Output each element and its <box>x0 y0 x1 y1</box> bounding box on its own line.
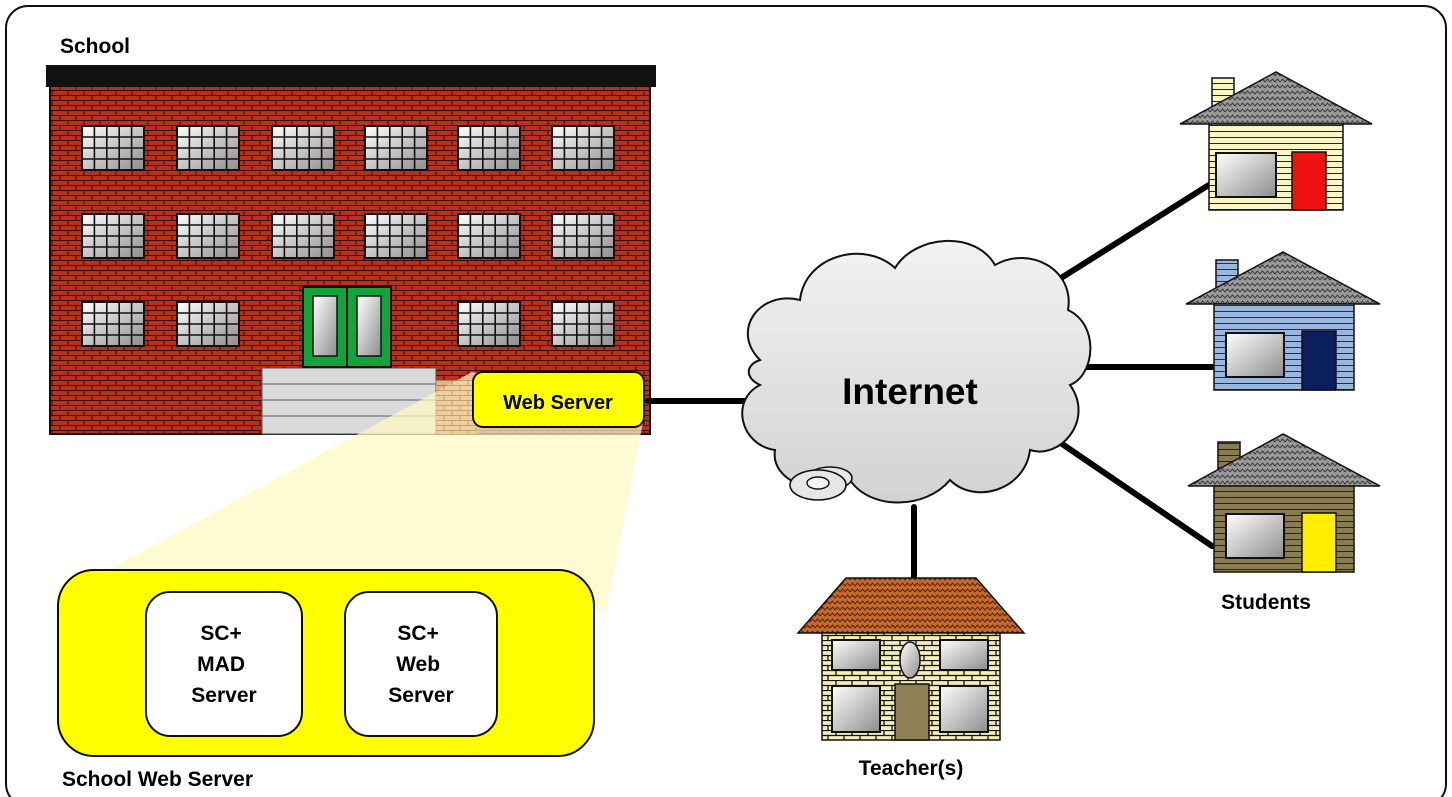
link-internet-house3 <box>1043 430 1215 549</box>
web-server-label: Web Server <box>503 392 613 414</box>
server-box-1-line-2: MAD <box>197 653 245 676</box>
server-box-2-line-2: Web <box>396 653 440 676</box>
teacher-label: Teacher(s) <box>859 757 964 780</box>
student-house-3 <box>1187 433 1381 573</box>
school-window <box>176 213 240 259</box>
school-window <box>457 213 521 259</box>
school-window <box>176 125 240 171</box>
school-window <box>81 125 145 171</box>
school-roof <box>46 65 656 87</box>
students-label: Students <box>1221 591 1311 614</box>
internet-cloud: Internet <box>741 240 1092 504</box>
school-window <box>551 301 615 347</box>
teacher-house <box>796 577 1026 741</box>
school-entrance-door <box>302 286 392 368</box>
school-windows <box>81 125 615 347</box>
svg-text:SC+ MAD Server: SC+ MAD Server <box>191 622 256 707</box>
school-window <box>364 125 428 171</box>
school-web-server-label: School Web Server <box>62 768 253 791</box>
sc-mad-server-box: SC+ MAD Server <box>145 591 303 737</box>
server-box-1-line-1: SC+ <box>200 622 241 645</box>
school-building <box>46 65 656 435</box>
sc-web-server-box: SC+ Web Server <box>344 591 498 737</box>
server-box-2-line-3: Server <box>388 684 453 707</box>
school-window <box>81 301 145 347</box>
server-box-2-line-1: SC+ <box>397 622 438 645</box>
web-server-badge: Web Server <box>472 371 645 428</box>
student-house-1 <box>1179 71 1373 211</box>
school-window <box>81 213 145 259</box>
server-box-1-line-3: Server <box>191 684 256 707</box>
spotlight-brick-overlay <box>436 380 476 434</box>
school-label: School <box>60 35 130 58</box>
school-web-server-box: SC+ MAD Server SC+ Web Server <box>57 569 595 757</box>
link-internet-house1 <box>1039 180 1215 293</box>
school-window <box>364 213 428 259</box>
school-window <box>176 301 240 347</box>
school-window <box>457 125 521 171</box>
school-window <box>457 301 521 347</box>
student-house-2 <box>1185 251 1381 391</box>
network-links <box>645 180 1215 581</box>
school-window <box>271 213 335 259</box>
school-window <box>551 125 615 171</box>
school-window <box>271 125 335 171</box>
svg-text:SC+ Web Server: SC+ Web Server <box>388 622 453 707</box>
school-window <box>551 213 615 259</box>
internet-label: Internet <box>842 371 978 412</box>
spotlight-beam <box>62 372 645 610</box>
